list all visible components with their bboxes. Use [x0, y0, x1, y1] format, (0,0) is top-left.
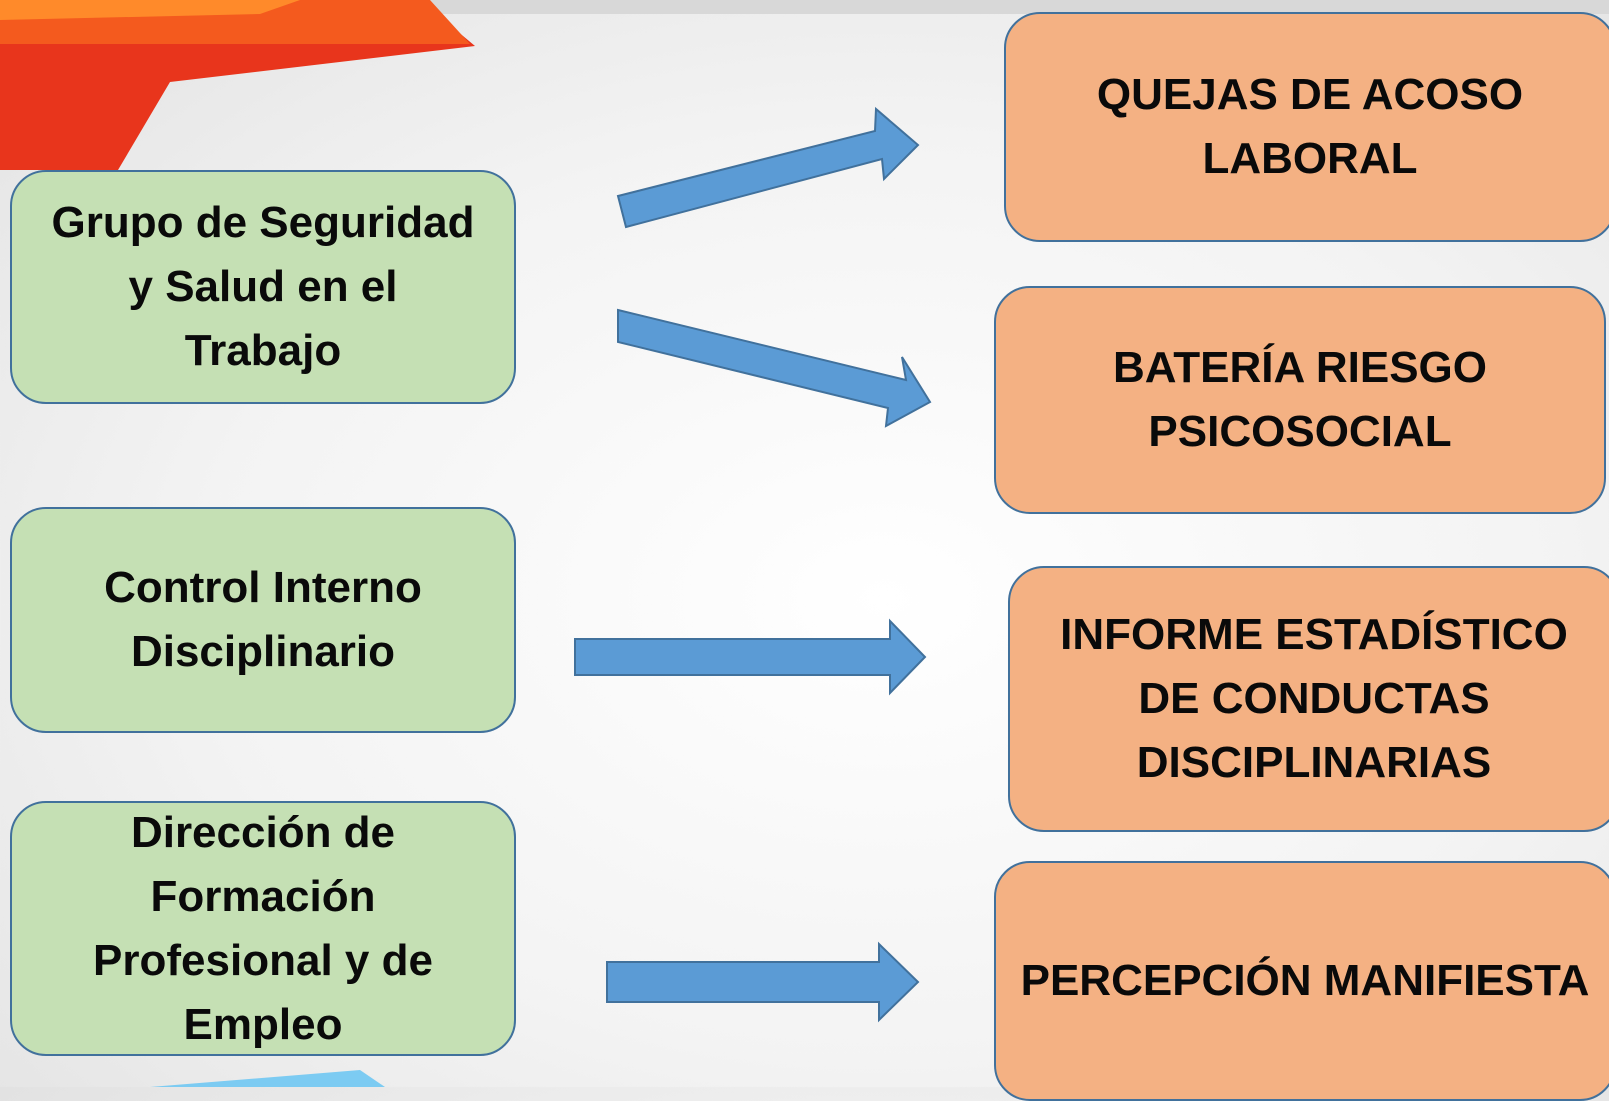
arrow-2 [617, 308, 932, 428]
target-label: INFORME ESTADÍSTICO DE CONDUCTAS DISCIPL… [1060, 610, 1568, 787]
source-label: Dirección de Formación Profesional y de … [93, 807, 433, 1049]
target-label: PERCEPCIÓN MANIFIESTA [1020, 956, 1590, 1005]
orange-highlight [0, 0, 300, 20]
target-box-informe-estadistico: INFORME ESTADÍSTICO DE CONDUCTAS DISCIPL… [1008, 566, 1609, 832]
source-box-seguridad-salud: Grupo de Seguridad y Salud en el Trabajo [10, 170, 516, 404]
source-label: Control Interno Disciplinario [104, 563, 422, 676]
target-box-quejas-acoso: QUEJAS DE ACOSO LABORAL [1004, 12, 1609, 242]
source-box-control-interno: Control Interno Disciplinario [10, 507, 516, 733]
cyan-swoosh [150, 1070, 385, 1087]
source-box-direccion-formacion: Dirección de Formación Profesional y de … [10, 801, 516, 1056]
arrow-4 [606, 941, 920, 1023]
target-label: BATERÍA RIESGO PSICOSOCIAL [1112, 343, 1488, 456]
target-label: QUEJAS DE ACOSO LABORAL [1096, 70, 1524, 183]
arrow-3 [574, 618, 927, 696]
target-box-percepcion-manifiesta: PERCEPCIÓN MANIFIESTA [994, 861, 1609, 1101]
target-box-bateria-riesgo: BATERÍA RIESGO PSICOSOCIAL [994, 286, 1606, 514]
arrow-1 [616, 106, 920, 229]
source-label: Grupo de Seguridad y Salud en el Trabajo [51, 198, 475, 375]
